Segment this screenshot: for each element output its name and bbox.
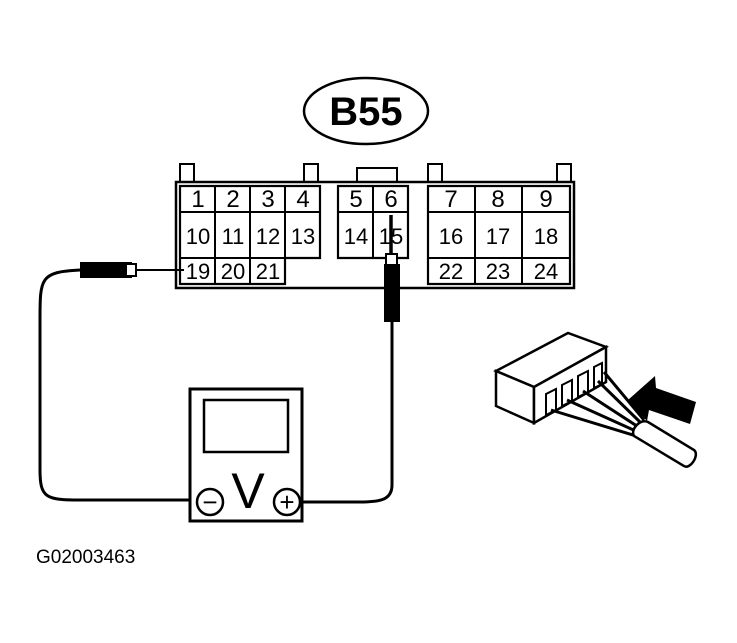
- pin-label: 18: [534, 224, 558, 249]
- pin-label: 11: [222, 224, 245, 249]
- test-leads: [38, 215, 400, 504]
- negative-probe-icon: [80, 262, 132, 278]
- voltmeter-icon: V − +: [188, 387, 304, 523]
- pin-label: 21: [256, 259, 280, 284]
- meter-symbol: V: [231, 463, 265, 519]
- pin-label: 20: [221, 259, 245, 284]
- positive-lead-wire: [300, 322, 394, 504]
- pin-label: 17: [486, 224, 510, 249]
- figure-id: G02003463: [36, 547, 135, 568]
- positive-probe-icon: [384, 264, 400, 322]
- pin-label: 23: [486, 259, 510, 284]
- pin-label: 3: [261, 186, 274, 213]
- pin-label: 13: [291, 224, 315, 249]
- pin-numbers: 1 2 3 4 5 6 7 8 9 10 11 12 13 14 15 16 1…: [186, 186, 558, 284]
- connector-housing: [174, 163, 576, 290]
- connector-label-badge: B55: [302, 76, 430, 146]
- pin-label: 8: [491, 186, 504, 213]
- pin-label: 14: [344, 224, 368, 249]
- negative-lead-wire: [38, 268, 196, 502]
- positive-terminal-symbol: +: [279, 487, 294, 517]
- positive-terminal-icon: [272, 487, 302, 517]
- connector-plug-icon: [493, 331, 698, 468]
- insert-arrow-icon: [628, 376, 696, 424]
- negative-terminal-icon: [195, 487, 225, 517]
- pin-label: 1: [191, 186, 204, 213]
- pin-label: 4: [296, 186, 309, 213]
- pin-label: 7: [444, 186, 457, 213]
- pin-label: 2: [226, 186, 239, 213]
- pin-label: 19: [186, 259, 210, 284]
- pin-label: 12: [256, 224, 280, 249]
- pin-label: 16: [439, 224, 463, 249]
- pin-label: 6: [384, 186, 397, 213]
- connector-label: B55: [329, 90, 402, 134]
- pin-label: 22: [439, 259, 463, 284]
- pin-label: 9: [539, 186, 552, 213]
- pin-label: 5: [349, 186, 362, 213]
- pin-label: 10: [186, 224, 210, 249]
- meter-display: [202, 398, 290, 454]
- negative-terminal-symbol: −: [202, 487, 217, 517]
- pin-label: 24: [534, 259, 558, 284]
